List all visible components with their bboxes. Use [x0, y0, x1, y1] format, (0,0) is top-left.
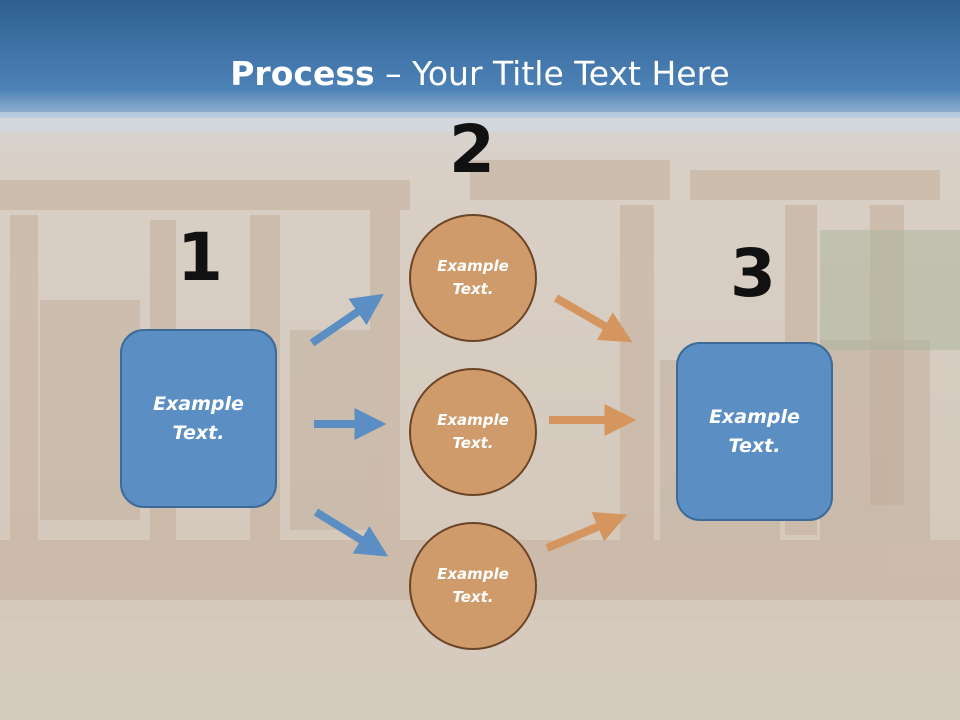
arrow-blue-down	[313, 508, 389, 557]
arrow-blue-up	[309, 293, 384, 347]
step-3-box: Example Text.	[676, 342, 833, 521]
step-number-2: 2	[449, 111, 495, 188]
step-number-3: 3	[730, 235, 776, 312]
arrow-orange-up	[545, 512, 628, 552]
step-1-text: Example Text.	[153, 392, 244, 444]
step-3-text: Example Text.	[709, 405, 800, 457]
title-rest: – Your Title Text Here	[374, 54, 730, 93]
arrow-orange-down	[553, 294, 633, 343]
slide-title: Process – Your Title Text Here	[0, 52, 960, 96]
step-2-circle-top: Example Text.	[409, 214, 537, 342]
circle-middle-text: Example Text.	[437, 411, 509, 452]
title-bold: Process	[230, 54, 375, 93]
circle-top-text: Example Text.	[437, 257, 509, 298]
step-number-1: 1	[177, 219, 223, 296]
step-2-circle-bottom: Example Text.	[409, 522, 537, 650]
step-2-circle-middle: Example Text.	[409, 368, 537, 496]
circle-bottom-text: Example Text.	[437, 565, 509, 606]
step-1-box: Example Text.	[120, 329, 277, 508]
